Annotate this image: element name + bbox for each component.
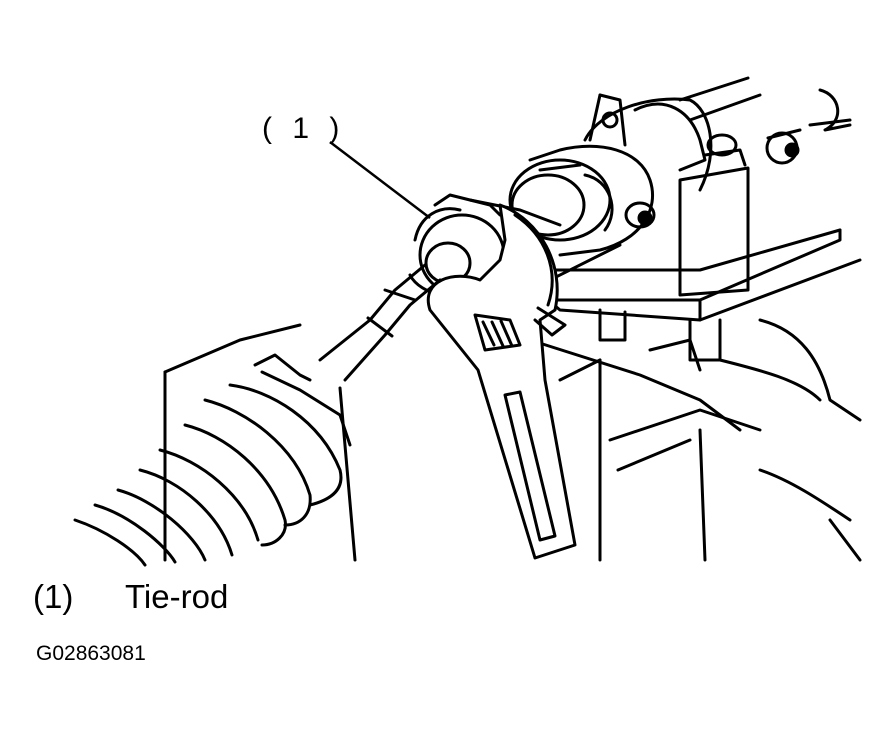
callout-label-1: ( 1 ): [262, 112, 346, 145]
figure-code: G02863081: [36, 642, 146, 665]
callout-leader-line: [0, 0, 887, 570]
legend-number: (1): [33, 578, 74, 615]
tie-rod-shaft: [320, 265, 440, 380]
vehicle-body-lines: [165, 245, 860, 560]
mounting-bracket: [548, 168, 860, 360]
tie-rod-removal-illustration: [0, 0, 887, 570]
legend-text: Tie-rod: [125, 578, 229, 615]
rubber-boot: [75, 355, 350, 565]
legend: (1) Tie-rod: [33, 578, 228, 616]
steering-gearbox: [510, 78, 850, 255]
adjustable-wrench: [428, 205, 575, 558]
